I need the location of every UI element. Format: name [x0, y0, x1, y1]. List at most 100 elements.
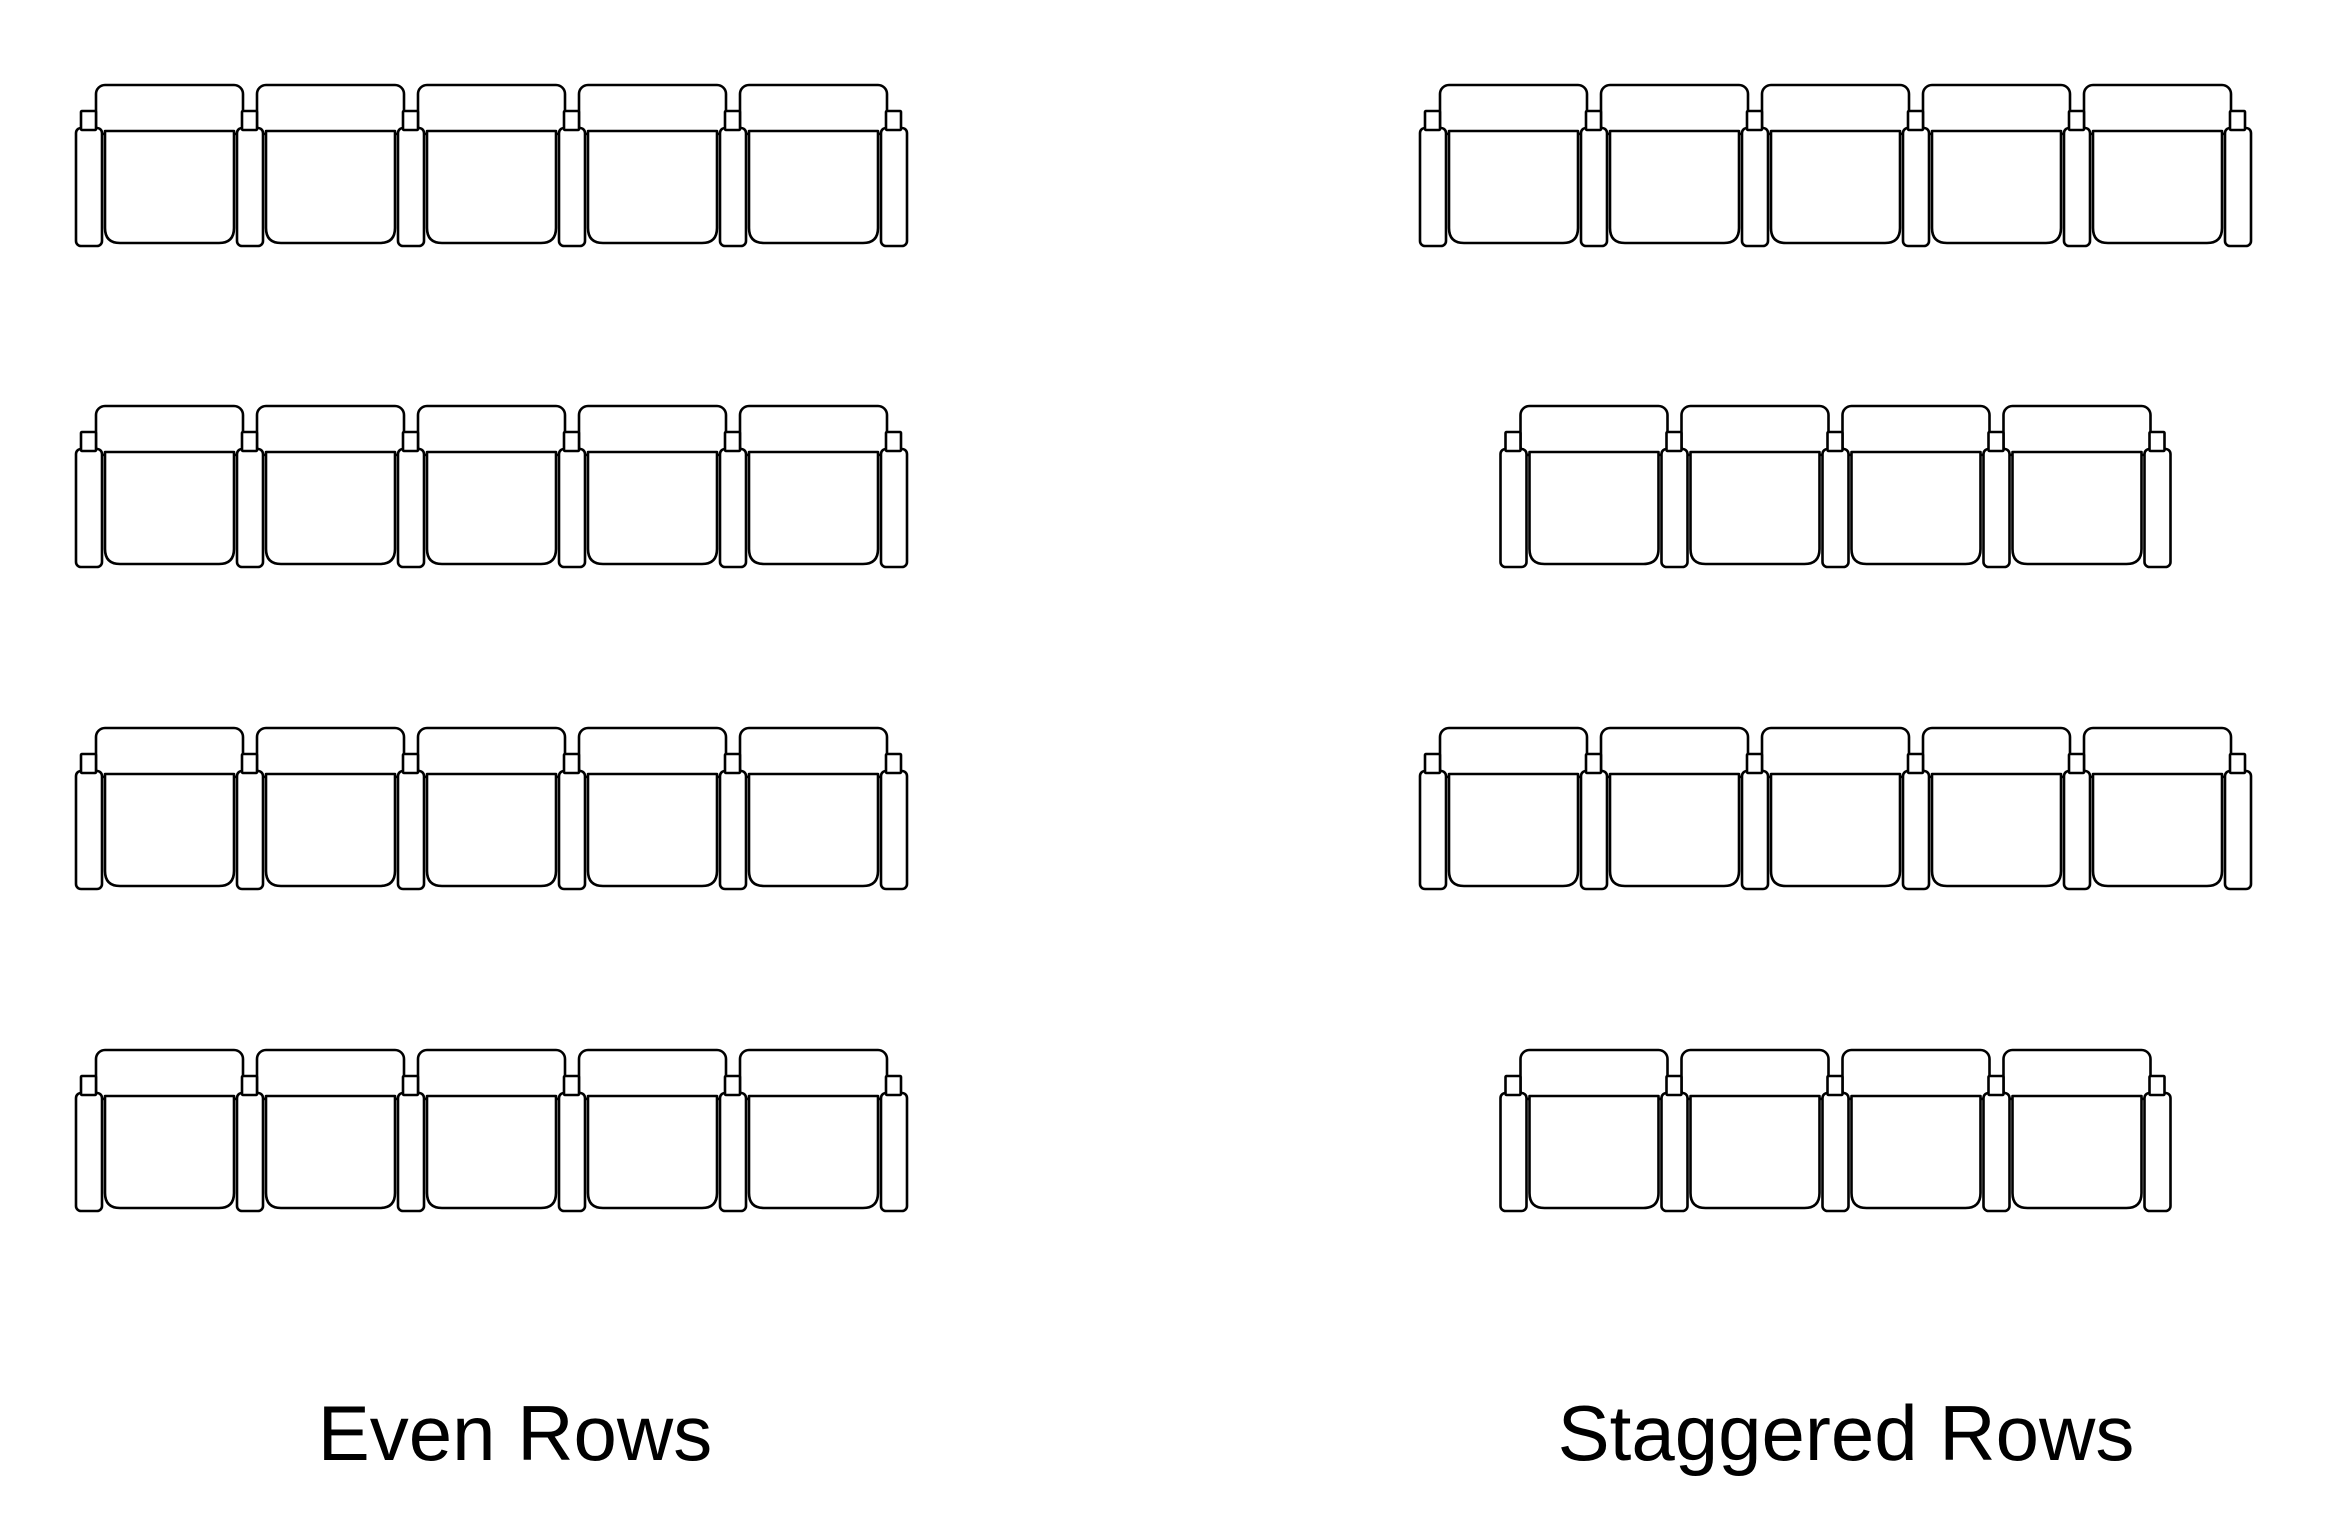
- armrest-cap: [1906, 109, 1925, 132]
- seat-armrest: [396, 769, 426, 891]
- armrest-cap: [1504, 430, 1522, 453]
- seat-cushion: [264, 450, 397, 566]
- armrest-cap: [723, 752, 742, 775]
- armrest-cap: [1826, 430, 1844, 453]
- seat-backrest: [255, 404, 406, 457]
- seat-cushion: [2091, 129, 2224, 245]
- seat-cushion: [1528, 450, 1660, 566]
- seat-backrest: [1599, 726, 1750, 779]
- seat-cushion: [425, 450, 558, 566]
- armrest-cap: [884, 430, 903, 453]
- armrest-cap: [723, 1074, 742, 1097]
- armrest-cap: [884, 109, 903, 132]
- seat-armrest: [2062, 769, 2092, 891]
- seat-backrest: [577, 83, 728, 136]
- armrest-cap: [1584, 109, 1603, 132]
- armrest-cap: [79, 752, 98, 775]
- armrest-cap: [884, 1074, 903, 1097]
- seat-cushion: [586, 1094, 719, 1210]
- seat-cushion: [1850, 450, 1982, 566]
- seat-backrest: [577, 1048, 728, 1101]
- seat-armrest: [1499, 1091, 1528, 1213]
- seat-armrest: [396, 447, 426, 569]
- armrest-cap: [79, 109, 98, 132]
- seat-armrest: [718, 1091, 748, 1213]
- seat-row: [74, 83, 909, 248]
- seat-cushion: [103, 1094, 236, 1210]
- armrest-cap: [1423, 752, 1442, 775]
- armrest-cap: [723, 109, 742, 132]
- seat-backrest: [94, 726, 245, 779]
- seat-armrest: [74, 447, 104, 569]
- seat-backrest: [738, 404, 889, 457]
- seat-armrest: [235, 1091, 265, 1213]
- seat-armrest: [2062, 126, 2092, 248]
- seat-armrest: [1901, 126, 1931, 248]
- seat-backrest: [1519, 404, 1669, 457]
- armrest-cap: [2228, 109, 2247, 132]
- armrest-cap: [723, 430, 742, 453]
- seat-cushion: [1608, 129, 1741, 245]
- seat-cushion: [425, 1094, 558, 1210]
- seat-armrest: [1418, 126, 1448, 248]
- armrest-cap: [2067, 109, 2086, 132]
- seat-armrest: [557, 126, 587, 248]
- seat-backrest: [2002, 1048, 2152, 1101]
- seat-backrest: [416, 83, 567, 136]
- seat-row: [1499, 1048, 2172, 1213]
- armrest-cap: [401, 109, 420, 132]
- seat-cushion: [264, 772, 397, 888]
- armrest-cap: [562, 109, 581, 132]
- seat-armrest: [1740, 126, 1770, 248]
- armrest-cap: [79, 430, 98, 453]
- seat-cushion: [1769, 129, 1902, 245]
- seat-cushion: [2011, 1094, 2143, 1210]
- seat-backrest: [738, 83, 889, 136]
- seat-armrest: [235, 126, 265, 248]
- armrest-cap: [1987, 1074, 2005, 1097]
- armrest-cap: [1423, 109, 1442, 132]
- even-rows-block: [74, 83, 909, 1213]
- armrest-cap: [562, 1074, 581, 1097]
- armrest-cap: [562, 430, 581, 453]
- seat-armrest: [718, 126, 748, 248]
- seat-cushion: [586, 772, 719, 888]
- seat-armrest: [1579, 769, 1609, 891]
- seat-armrest: [1982, 447, 2011, 569]
- seat-armrest: [1821, 447, 1850, 569]
- armrest-cap: [401, 430, 420, 453]
- armrest-cap: [2148, 1074, 2166, 1097]
- armrest-cap: [2228, 752, 2247, 775]
- armrest-cap: [1665, 1074, 1683, 1097]
- seat-armrest: [396, 126, 426, 248]
- seat-backrest: [416, 1048, 567, 1101]
- seat-backrest: [577, 726, 728, 779]
- seat-backrest: [2002, 404, 2152, 457]
- seat-row: [1418, 83, 2253, 248]
- armrest-cap: [562, 752, 581, 775]
- seat-row: [1418, 726, 2253, 891]
- seat-backrest: [94, 1048, 245, 1101]
- seat-armrest: [718, 769, 748, 891]
- armrest-cap: [79, 1074, 98, 1097]
- seat-armrest: [2223, 769, 2253, 891]
- seat-cushion: [1689, 450, 1821, 566]
- seat-armrest: [557, 447, 587, 569]
- seat-cushion: [1447, 772, 1580, 888]
- seat-cushion: [425, 772, 558, 888]
- seat-armrest: [1660, 1091, 1689, 1213]
- armrest-cap: [1745, 109, 1764, 132]
- seat-armrest: [396, 1091, 426, 1213]
- seat-armrest: [1740, 769, 1770, 891]
- seat-backrest: [738, 726, 889, 779]
- seat-backrest: [577, 404, 728, 457]
- armrest-cap: [884, 752, 903, 775]
- armrest-cap: [2148, 430, 2166, 453]
- seat-backrest: [1519, 1048, 1669, 1101]
- seat-backrest: [1680, 1048, 1830, 1101]
- armrest-cap: [1665, 430, 1683, 453]
- seat-backrest: [1760, 83, 1911, 136]
- seat-backrest: [416, 726, 567, 779]
- seat-armrest: [1982, 1091, 2011, 1213]
